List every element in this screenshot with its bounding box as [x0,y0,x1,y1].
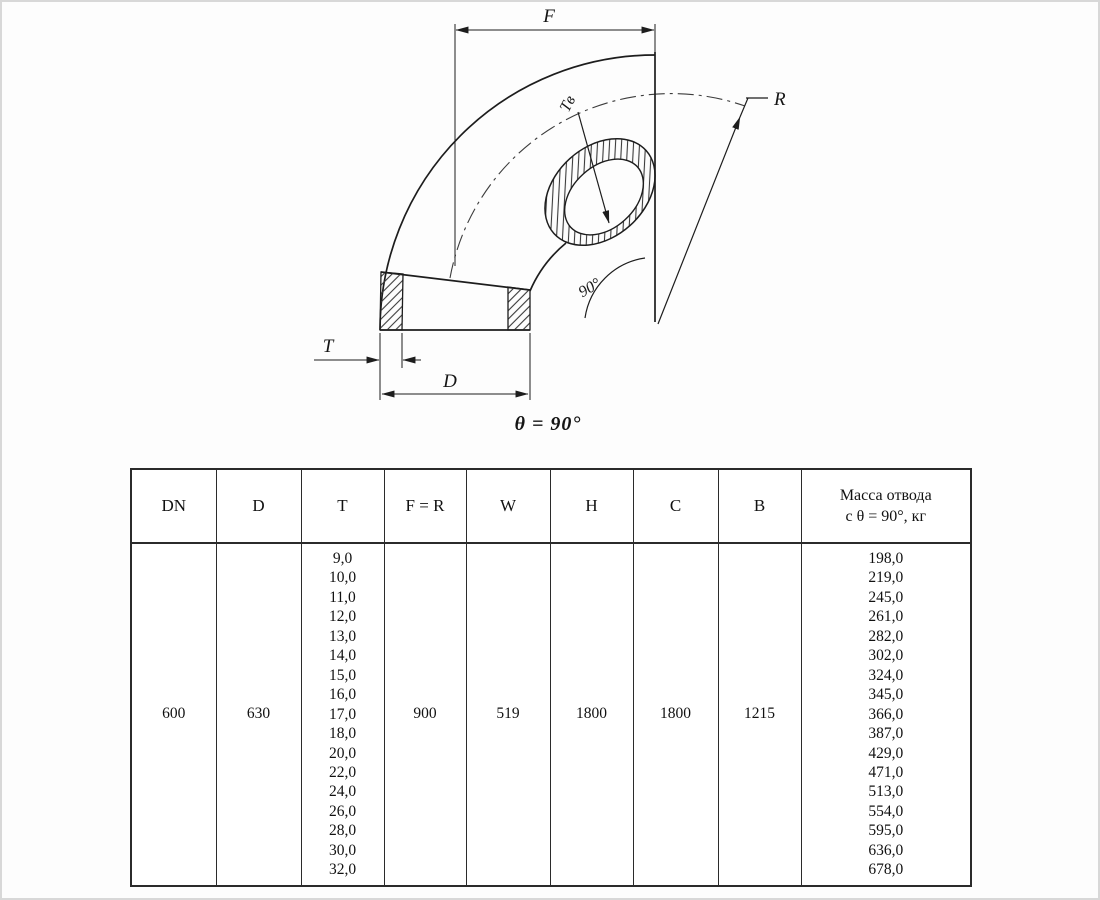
value-line: 261,0 [868,608,904,626]
value-line: 324,0 [868,666,904,684]
col-header-f-r: F = R [383,468,467,544]
value-line: 22,0 [328,763,357,781]
f-dimension [454,24,656,266]
mass-header-line2: с θ = 90°, кг [845,508,927,525]
value-line: 12,0 [328,608,357,626]
cell-h: 1800 [549,542,634,887]
col-header-t: T [300,468,385,544]
angle-arc [584,257,646,319]
col-header-h: H [549,468,634,544]
value-line: 20,0 [328,744,357,762]
elbow-bottom-lip [380,271,531,291]
radius-label: R [773,89,786,110]
elbow-outer-arc [379,54,656,331]
wall-section-right [507,286,531,331]
d-label: D [442,371,457,392]
value-line: 10,0 [328,569,357,587]
value-line: 678,0 [868,861,904,879]
cell-c: 1800 [632,542,719,887]
angle-label: 90° [576,275,604,301]
value-line: 366,0 [868,705,904,723]
value-line: 429,0 [868,744,904,762]
value-line: 17,0 [328,705,357,723]
value-line: 30,0 [328,841,357,859]
t-label: T [323,336,335,357]
col-header-w: W [465,468,551,544]
cell-b: 1215 [717,542,802,887]
t-dimension [314,333,421,400]
theta-note: θ = 90° [515,413,582,435]
cell-f-r: 900 [383,542,467,887]
col-header-dn: DN [130,468,217,544]
col-header-d: D [215,468,302,544]
value-line: 302,0 [868,647,904,665]
value-line: 14,0 [328,647,357,665]
wall-sections [379,271,531,331]
value-line: 11,0 [329,588,356,606]
col-header-mass: Масса отвода с θ = 90°, кг [800,468,972,544]
cell-dn: 600 [130,542,217,887]
value-line: 32,0 [328,861,357,879]
elbow-inner-arc [529,242,567,292]
elbow-outline [379,52,656,331]
value-line: 198,0 [868,550,904,567]
cell-w: 519 [465,542,551,887]
radius-leader [657,97,768,325]
f-label: F [542,6,555,27]
value-line: 18,0 [328,725,357,743]
value-line: 26,0 [328,802,357,820]
t-inner-leader [577,111,610,224]
elbow-technical-drawing: Tв 90° R F T D θ = 90° [314,6,786,435]
value-line: 636,0 [868,841,904,859]
value-line: 13,0 [328,627,357,645]
dimensions-table-wrap: DN D T F = R W H C B Масса отвода с θ = … [130,468,972,887]
value-line: 245,0 [868,588,904,606]
wall-section-left [379,271,404,331]
value-line: 24,0 [328,783,357,801]
value-line: 282,0 [868,627,904,645]
col-header-c: C [632,468,719,544]
header-row: DN D T F = R W H C B Масса отвода с θ = … [130,468,972,544]
value-line: 387,0 [868,725,904,743]
value-line: 15,0 [328,666,357,684]
col-header-b: B [717,468,802,544]
value-line: 28,0 [328,822,357,840]
mass-header-line1: Масса отвода [839,487,932,504]
cell-d: 630 [215,542,302,887]
value-line: 595,0 [868,822,904,840]
bend-centerline [449,93,746,279]
value-line: 219,0 [868,569,904,587]
t-inner-label: Tв [557,93,579,115]
dimensions-table: DN D T F = R W H C B Масса отвода с θ = … [130,468,972,887]
value-line: 471,0 [868,763,904,781]
end-face-bore-ellipse [563,158,645,236]
value-line: 345,0 [868,686,904,704]
value-line: 554,0 [868,802,904,820]
value-line: 513,0 [868,783,904,801]
d-dimension [381,333,531,400]
value-line: 9,0 [332,550,353,567]
value-line: 16,0 [328,686,357,704]
